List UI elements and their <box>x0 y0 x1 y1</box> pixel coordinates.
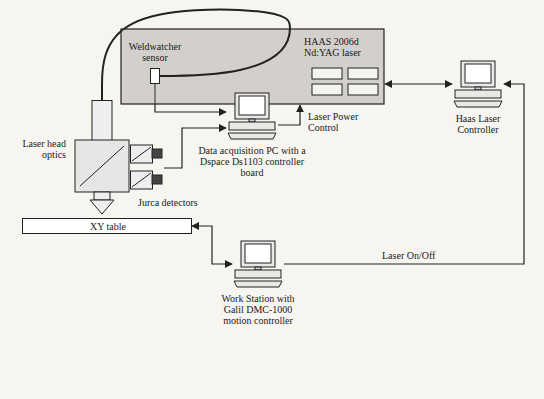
computer-icon: Data acquisition PC with a Dspace Ds1103… <box>226 92 278 140</box>
node-label: Data acquisition PC with a Dspace Ds1103… <box>198 145 306 178</box>
laser-head-drawing <box>72 100 132 215</box>
node-label: Haas Laser Controller <box>438 113 518 135</box>
node-label: Jurca detectors <box>138 197 218 208</box>
control-arrow <box>284 84 524 264</box>
link-arrow <box>192 226 232 264</box>
detector-pair-drawing <box>130 143 164 193</box>
node-label: XY table <box>23 221 193 232</box>
computer-icon: Work Station with Galil DMC-1000 motion … <box>232 240 284 288</box>
computer-icon: Haas Laser Controller <box>452 60 504 108</box>
control-arrow <box>278 105 300 125</box>
node-label: Work Station with Galil DMC-1000 motion … <box>212 293 304 326</box>
computer-icon-drawing <box>452 60 504 108</box>
edge-label: Laser On/Off <box>380 250 437 261</box>
table-box: XY table <box>22 218 192 234</box>
node-label: Weldwatcher sensor <box>124 41 186 63</box>
detector-pair: Jurca detectors <box>130 143 164 193</box>
node-label: Laser head optics <box>14 138 66 160</box>
sensor-box-drawing <box>150 68 160 84</box>
laser-head: Laser head optics <box>72 100 132 215</box>
computer-icon-drawing <box>232 240 284 288</box>
computer-icon-drawing <box>226 92 278 140</box>
link-arrow <box>385 83 452 84</box>
edge-label: Laser Power Control <box>306 111 372 133</box>
sensor-box: Weldwatcher sensor <box>150 68 160 84</box>
node-label: HAAS 2006d Nd:YAG laser <box>304 36 382 58</box>
